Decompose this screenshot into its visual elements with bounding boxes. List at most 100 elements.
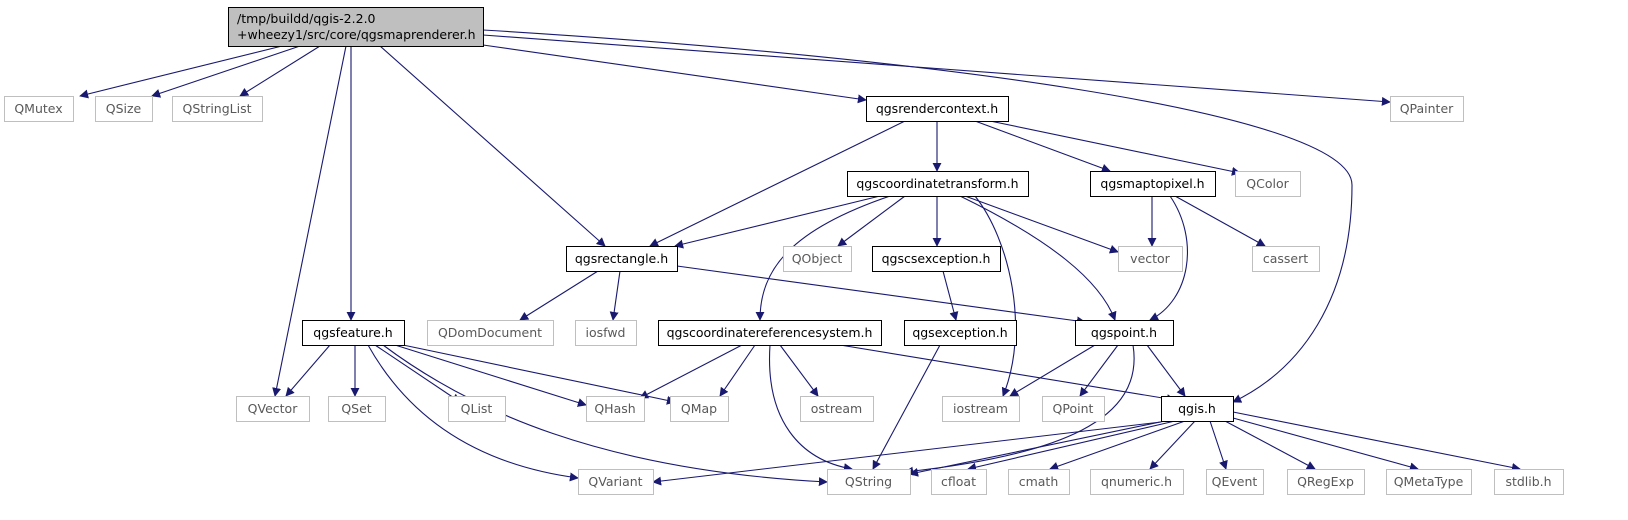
node-qgsrectangle[interactable]: qgsrectangle.h [566, 246, 678, 272]
node-label: qgsexception.h [912, 325, 1007, 340]
edge-qgsfeature-to-qhash [394, 344, 587, 407]
node-label: QMetaType [1394, 474, 1464, 489]
node-iostream: iostream [942, 396, 1020, 422]
edge-root-to-qvector [272, 45, 347, 397]
edge-qgscoordinatetransform-to-iostream [974, 195, 1017, 397]
node-qevent: QEvent [1206, 469, 1264, 495]
node-ostream: ostream [800, 396, 874, 422]
node-label: QStringList [183, 101, 252, 116]
node-qgscsexception[interactable]: qgscsexception.h [872, 246, 1001, 272]
node-label: QColor [1246, 176, 1289, 191]
node-label: QRegExp [1297, 474, 1354, 489]
edge-qgscoordinatereferencesystem-to-qgis [839, 344, 1176, 404]
edge-qgscoordinatereferencesystem-to-qstring [768, 344, 853, 473]
node-label: qnumeric.h [1101, 474, 1172, 489]
edge-qgscoordinatetransform-to-qobject [837, 195, 906, 247]
node-qgsexception[interactable]: qgsexception.h [904, 320, 1017, 346]
edge-qgspoint-to-qgis [1146, 344, 1186, 397]
node-label: QPoint [1053, 401, 1094, 416]
node-label: QString [845, 474, 892, 489]
node-label: qgis.h [1178, 401, 1216, 416]
node-qgscoordinatetransform[interactable]: qgscoordinatetransform.h [847, 171, 1029, 197]
node-label: QMutex [14, 101, 62, 116]
edge-qgsrendercontext-to-qgsmaptopixel [974, 120, 1111, 173]
node-label: +wheezy1/src/core/qgsmaprenderer.h [237, 27, 476, 42]
node-label: QVariant [588, 474, 642, 489]
edge-layer [79, 29, 1521, 487]
edge-qgis-to-qevent [1209, 420, 1228, 470]
node-qmetatype: QMetaType [1386, 469, 1472, 495]
edge-qgis-to-qmetatype [1232, 417, 1419, 472]
edge-qgis-to-stdlib [1232, 411, 1521, 472]
node-label: QSet [341, 401, 371, 416]
node-label: qgscsexception.h [882, 251, 991, 266]
node-label: cassert [1263, 251, 1308, 266]
node-qstringlist: QStringList [172, 96, 263, 122]
edge-qgscoordinatetransform-to-qgspoint [959, 195, 1117, 321]
edge-qgscoordinatetransform-to-vector [964, 195, 1119, 254]
node-label: qgspoint.h [1091, 325, 1157, 340]
node-qregexp: QRegExp [1287, 469, 1365, 495]
edge-qgsrectangle-to-qdomdocument [519, 270, 599, 321]
edge-qgsexception-to-qstring [872, 344, 941, 470]
node-cmath: cmath [1008, 469, 1070, 495]
edge-qgsrendercontext-to-qgsrectangle [649, 120, 906, 247]
edge-qgis-to-qnumeric [1149, 420, 1196, 470]
node-qgsrendercontext[interactable]: qgsrendercontext.h [866, 96, 1009, 122]
node-label: QDomDocument [438, 325, 542, 340]
node-qpainter: QPainter [1390, 96, 1464, 122]
edge-qgscoordinatetransform-to-qgsrectangle [674, 195, 881, 249]
node-root: /tmp/buildd/qgis-2.2.0+wheezy1/src/core/… [228, 7, 484, 47]
node-qhash: QHash [586, 396, 645, 422]
node-label: qgsrendercontext.h [876, 101, 998, 116]
node-label: cfloat [941, 474, 976, 489]
node-layer: /tmp/buildd/qgis-2.2.0+wheezy1/src/core/… [4, 7, 1564, 495]
node-label: iostream [953, 401, 1008, 416]
edge-qgsfeature-to-qvariant [367, 344, 579, 482]
node-qvector: QVector [236, 396, 310, 422]
edge-root-to-qmutex [79, 45, 283, 99]
edge-qgspoint-to-qpoint [1079, 344, 1119, 397]
edge-qgscoordinatereferencesystem-to-qmap [719, 344, 756, 397]
node-qgsmaptopixel[interactable]: qgsmaptopixel.h [1090, 171, 1216, 197]
node-cfloat: cfloat [931, 469, 987, 495]
node-label: cmath [1019, 474, 1059, 489]
node-label: QHash [594, 401, 635, 416]
node-qgsfeature[interactable]: qgsfeature.h [302, 320, 405, 346]
node-label: qgscoordinatetransform.h [856, 176, 1018, 191]
edge-root-to-qgis [482, 29, 1353, 403]
node-qgscoordinatereferencesystem[interactable]: qgscoordinatereferencesystem.h [658, 320, 882, 346]
edge-qgis-to-qvariant [652, 421, 1162, 486]
node-stdlib: stdlib.h [1494, 469, 1564, 495]
node-cassert: cassert [1252, 246, 1320, 272]
edge-qgspoint-to-qstring [904, 344, 1135, 476]
edge-qgis-to-qstring [909, 420, 1166, 477]
edge-qgis-to-qregexp [1224, 420, 1316, 470]
node-qstring: QString [827, 469, 911, 495]
edge-qgsmaptopixel-to-qgspoint [1149, 195, 1188, 321]
node-vector: vector [1118, 246, 1183, 272]
node-label: qgsrectangle.h [575, 251, 668, 266]
node-label: QPainter [1400, 101, 1454, 116]
edge-qgis-to-cmath [1049, 420, 1186, 471]
edge-qgsfeature-to-qvector [285, 344, 331, 397]
node-label: QMap [681, 401, 717, 416]
edge-qgscoordinatereferencesystem-to-qhash [639, 344, 743, 399]
node-qvariant: QVariant [578, 469, 654, 495]
node-qnumeric: qnumeric.h [1090, 469, 1184, 495]
edge-qgis-to-cfloat [967, 420, 1176, 472]
edge-root-to-qpainter [482, 34, 1391, 106]
node-qmutex: QMutex [4, 96, 74, 122]
node-iosfwd: iosfwd [575, 320, 637, 346]
edge-qgsfeature-to-qstring [382, 344, 828, 487]
edge-root-to-qstringlist [239, 45, 321, 97]
edge-qgsfeature-to-qlist [374, 344, 461, 403]
edge-root-to-qgsrectangle [379, 45, 606, 247]
edge-qgsrectangle-to-qgspoint [676, 265, 1086, 326]
node-label: qgsfeature.h [313, 325, 392, 340]
node-label: QObject [792, 251, 843, 266]
edge-qgscsexception-to-qgsexception [942, 270, 959, 321]
edge-qgsrendercontext-to-qcolor [989, 120, 1241, 176]
node-qgspoint[interactable]: qgspoint.h [1075, 320, 1174, 346]
node-qgis[interactable]: qgis.h [1161, 396, 1234, 422]
